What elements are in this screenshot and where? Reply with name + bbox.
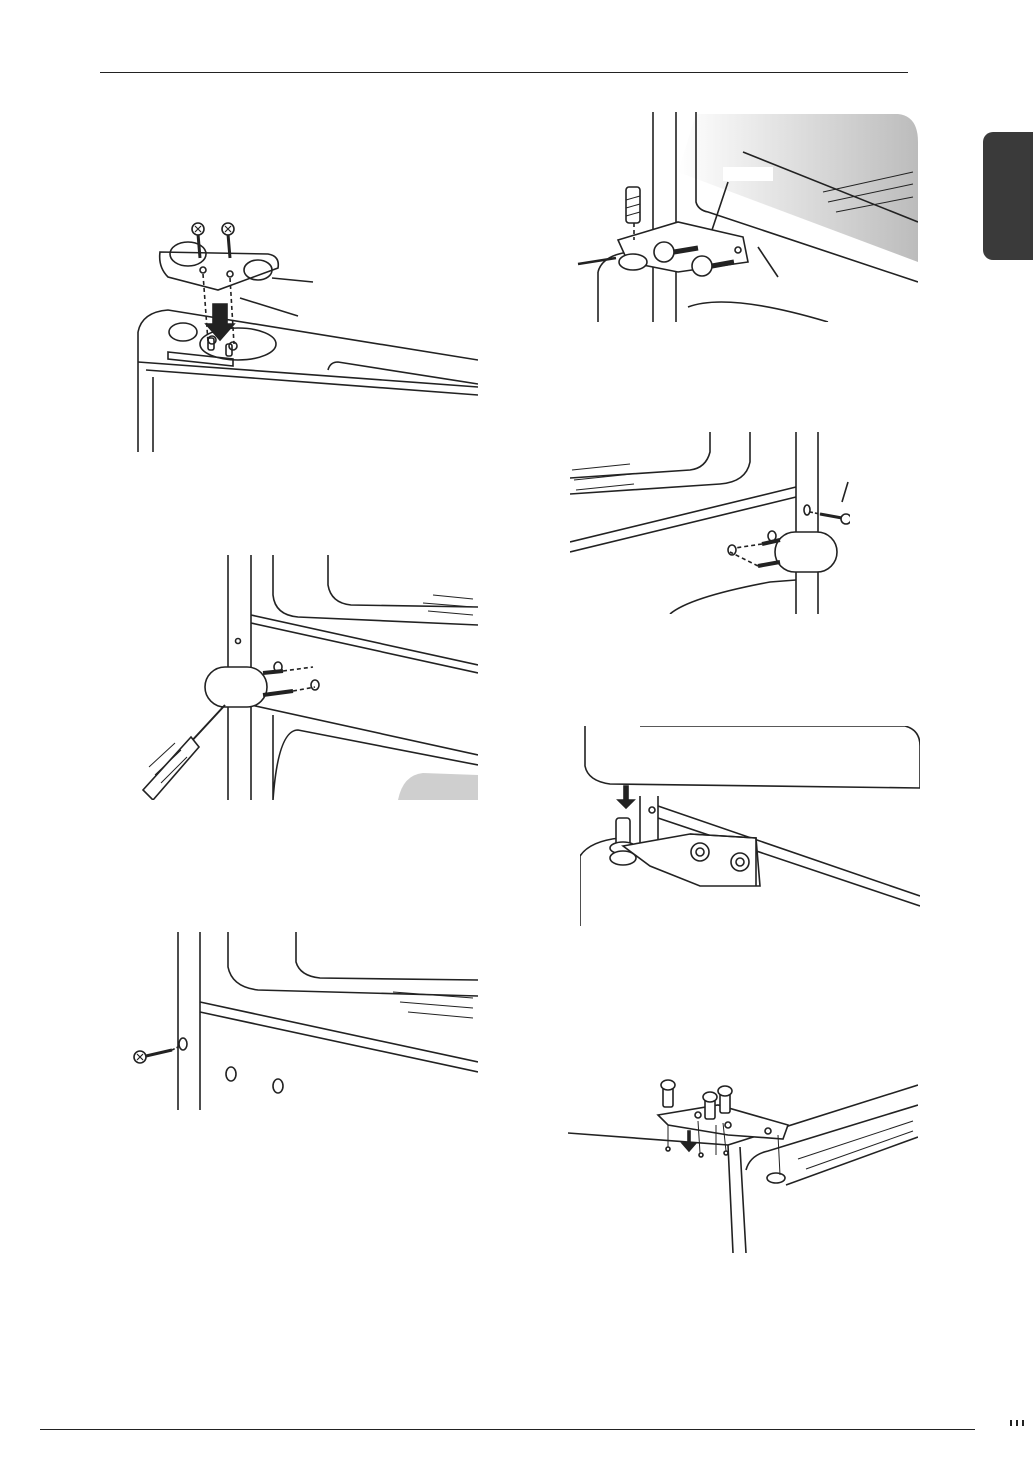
- page-corner-marks: [1007, 1418, 1029, 1428]
- figure-hinge-bracket-bolts: [568, 112, 918, 322]
- figure-door-lowered-on-pin: [580, 726, 920, 926]
- footer-rule: [40, 1429, 975, 1430]
- figure-door-stopper-attach: [570, 432, 850, 614]
- figure-top-hinge-install: [128, 212, 478, 452]
- figure-door-stopper-remove: [133, 555, 478, 800]
- figure-top-hinge-final: [568, 1075, 918, 1253]
- figure-side-screw-remove: [128, 932, 478, 1110]
- section-tab: [983, 132, 1033, 260]
- header-rule: [100, 72, 908, 73]
